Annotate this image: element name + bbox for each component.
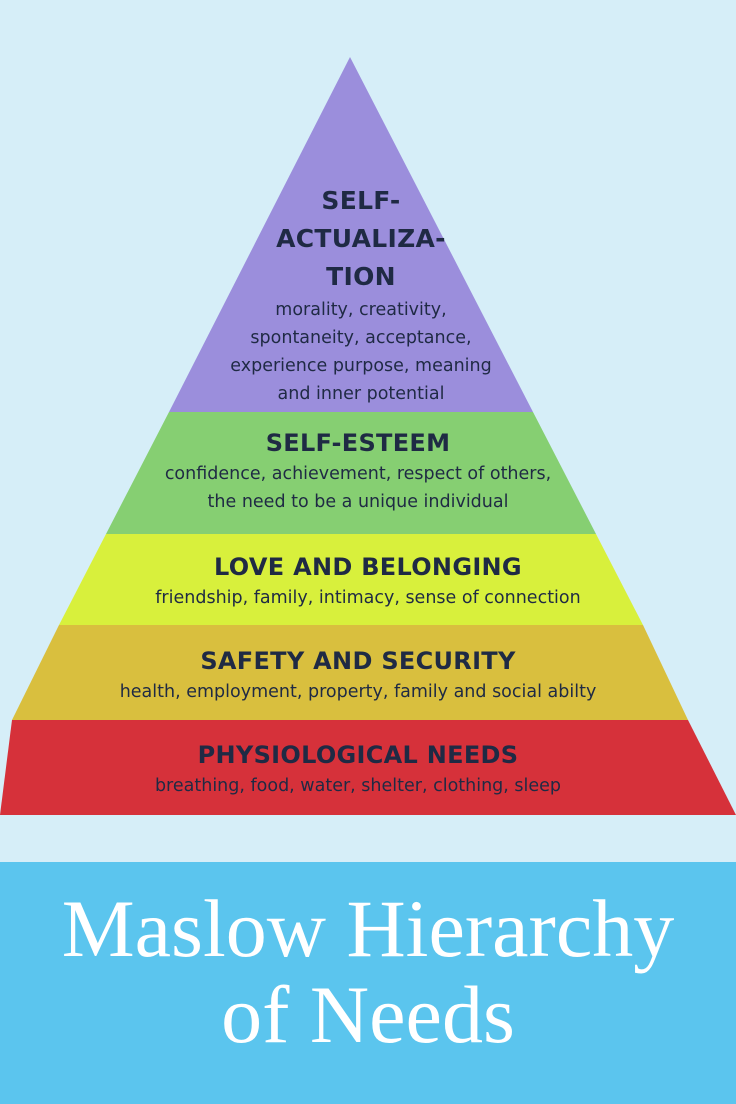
level-title: LOVE AND BELONGING [214,553,522,581]
level-title-line: SELF- [321,186,401,215]
level-desc-line: the need to be a unique individual [207,492,509,512]
level-safety-security: SAFETY AND SECURITY health, employment, … [50,644,666,706]
level-desc-line: spontaneity, acceptance, [250,328,472,348]
level-title-line: TION [326,262,396,291]
level-description: health, employment, property, family and… [119,682,597,702]
level-description: morality, creativity, spontaneity, accep… [216,296,506,408]
level-description: friendship, family, intimacy, sense of c… [155,588,581,608]
pyramid-diagram [0,57,736,815]
level-desc-line: morality, creativity, [275,300,447,320]
level-title: SELF-ESTEEM [265,429,451,457]
level-title: PHYSIOLOGICAL NEEDS [197,741,519,769]
level-title-line: ACTUALIZA- [276,224,446,253]
pyramid-tier-physiological-needs [0,720,736,815]
pyramid-tier-safety-security [12,625,688,720]
level-self-actualization: SELF- ACTUALIZA- TION morality, creativi… [216,182,506,408]
level-description: breathing, food, water, shelter, clothin… [154,776,562,796]
pyramid-tier-love-belonging [59,534,643,625]
level-physiological-needs: PHYSIOLOGICAL NEEDS breathing, food, wat… [20,738,696,800]
level-description: confidence, achievement, respect of othe… [108,460,608,516]
page-title-line: of Needs [221,969,515,1060]
pyramid-tier-self-actualization [169,57,533,412]
level-title: SELF- ACTUALIZA- TION [216,182,506,296]
page-title: Maslow Hierarchy of Needs [0,886,736,1058]
level-desc-line: experience purpose, meaning [230,356,492,376]
level-title: SAFETY AND SECURITY [200,647,516,675]
level-self-esteem: SELF-ESTEEM confidence, achievement, res… [108,426,608,516]
page-title-line: Maslow Hierarchy [61,883,675,974]
level-love-belonging: LOVE AND BELONGING friendship, family, i… [80,550,656,612]
pyramid-tier-self-esteem [106,412,596,534]
level-desc-line: confidence, achievement, respect of othe… [164,464,552,484]
level-desc-line: and inner potential [277,384,445,404]
title-banner: Maslow Hierarchy of Needs [0,862,736,1104]
